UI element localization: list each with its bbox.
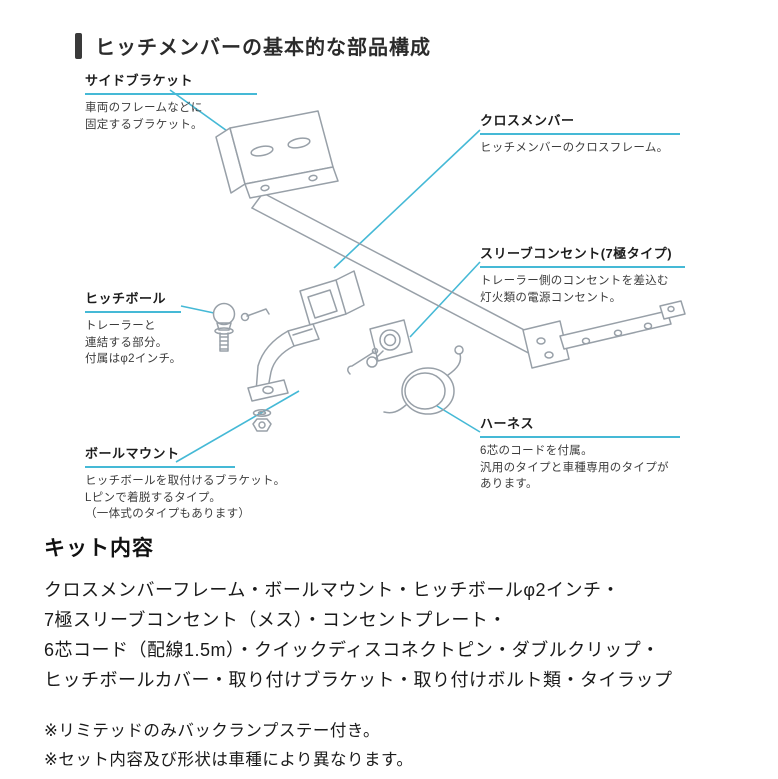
title-accent-bar (75, 32, 82, 59)
callout-cross-member-desc: ヒッチメンバーのクロスフレーム。 (480, 142, 669, 154)
kit-line: ヒッチボールカバー・取り付けブラケット・取り付けボルト類・タイラップ (44, 670, 673, 690)
callout-harness-desc: 6芯のコードを付属。 汎用のタイプと車種専用のタイプが あります。 (480, 445, 669, 491)
clip-drawing (347, 347, 379, 375)
callout-harness-label: ハーネス (480, 413, 680, 438)
kit-line: 7極スリーブコンセント（メス）・コンセントプレート・ (44, 610, 507, 630)
callout-ball-mount-desc: ヒッチボールを取付けるブラケット。 Lピンで着脱するタイプ。 （一体式のタイプも… (85, 475, 286, 521)
pin-drawing (240, 308, 270, 322)
kit-heading: キット内容 (44, 537, 154, 560)
callout-hitch-ball-desc: トレーラーと 連結する部分。 付属はφ2インチ。 (85, 320, 182, 366)
callout-side-bracket-label: サイドブラケット (85, 70, 257, 95)
page-title: ヒッチメンバーの基本的な部品構成 (95, 37, 431, 59)
callout-hitch-ball-label: ヒッチボール (85, 288, 181, 313)
callout-sleeve-outlet: スリーブコンセント(7極タイプ) トレーラー側のコンセントを差込む 灯火類の電源… (480, 243, 710, 306)
page-header: ヒッチメンバーの基本的な部品構成 (75, 31, 431, 60)
hitch-ball-drawing (212, 302, 236, 352)
callout-cross-member: クロスメンバー ヒッチメンバーのクロスフレーム。 (480, 110, 710, 157)
callout-side-bracket-desc: 車両のフレームなどに 固定するブラケット。 (85, 102, 203, 131)
harness-drawing (383, 345, 464, 415)
callout-side-bracket: サイドブラケット 車両のフレームなどに 固定するブラケット。 (85, 70, 315, 133)
kit-note: ※セット内容及び形状は車種により異なります。 (44, 751, 414, 769)
stay-bar-drawing (522, 300, 686, 369)
leader-hitch-ball (180, 305, 215, 314)
kit-section: キット内容 クロスメンバーフレーム・ボールマウント・ヒッチボールφ2インチ・ 7… (44, 532, 744, 775)
callout-ball-mount: ボールマウント ヒッチボールを取付けるブラケット。 Lピンで着脱するタイプ。 （… (85, 443, 315, 523)
leader-ball-mount (175, 390, 300, 463)
kit-note: ※リミテッドのみバックランプステー付き。 (44, 722, 381, 740)
callout-sleeve-outlet-label: スリーブコンセント(7極タイプ) (480, 243, 685, 268)
callout-hitch-ball: ヒッチボール トレーラーと 連結する部分。 付属はφ2インチ。 (85, 288, 195, 368)
ball-mount-drawing (247, 323, 320, 402)
leader-cross-member (333, 129, 481, 269)
side-bracket-drawing (215, 110, 339, 199)
callout-sleeve-outlet-desc: トレーラー側のコンセントを差込む 灯火類の電源コンセント。 (480, 275, 669, 304)
leader-sleeve-outlet (409, 261, 481, 338)
kit-contents: クロスメンバーフレーム・ボールマウント・ヒッチボールφ2インチ・ 7極スリーブコ… (44, 575, 744, 695)
kit-notes: ※リミテッドのみバックランプステー付き。 ※セット内容及び形状は車種により異なり… (44, 717, 744, 775)
kit-line: 6芯コード（配線1.5m）・クイックディスコネクトピン・ダブルクリップ・ (44, 640, 660, 660)
sleeve-outlet-drawing (366, 319, 413, 368)
leader-harness (436, 405, 481, 433)
kit-line: クロスメンバーフレーム・ボールマウント・ヒッチボールφ2インチ・ (44, 580, 621, 600)
callout-cross-member-label: クロスメンバー (480, 110, 680, 135)
receiver-drawing (299, 270, 365, 326)
washer-drawing (252, 409, 272, 417)
callout-ball-mount-label: ボールマウント (85, 443, 235, 468)
callout-harness: ハーネス 6芯のコードを付属。 汎用のタイプと車種専用のタイプが あります。 (480, 413, 710, 493)
nut-drawing (252, 418, 272, 432)
